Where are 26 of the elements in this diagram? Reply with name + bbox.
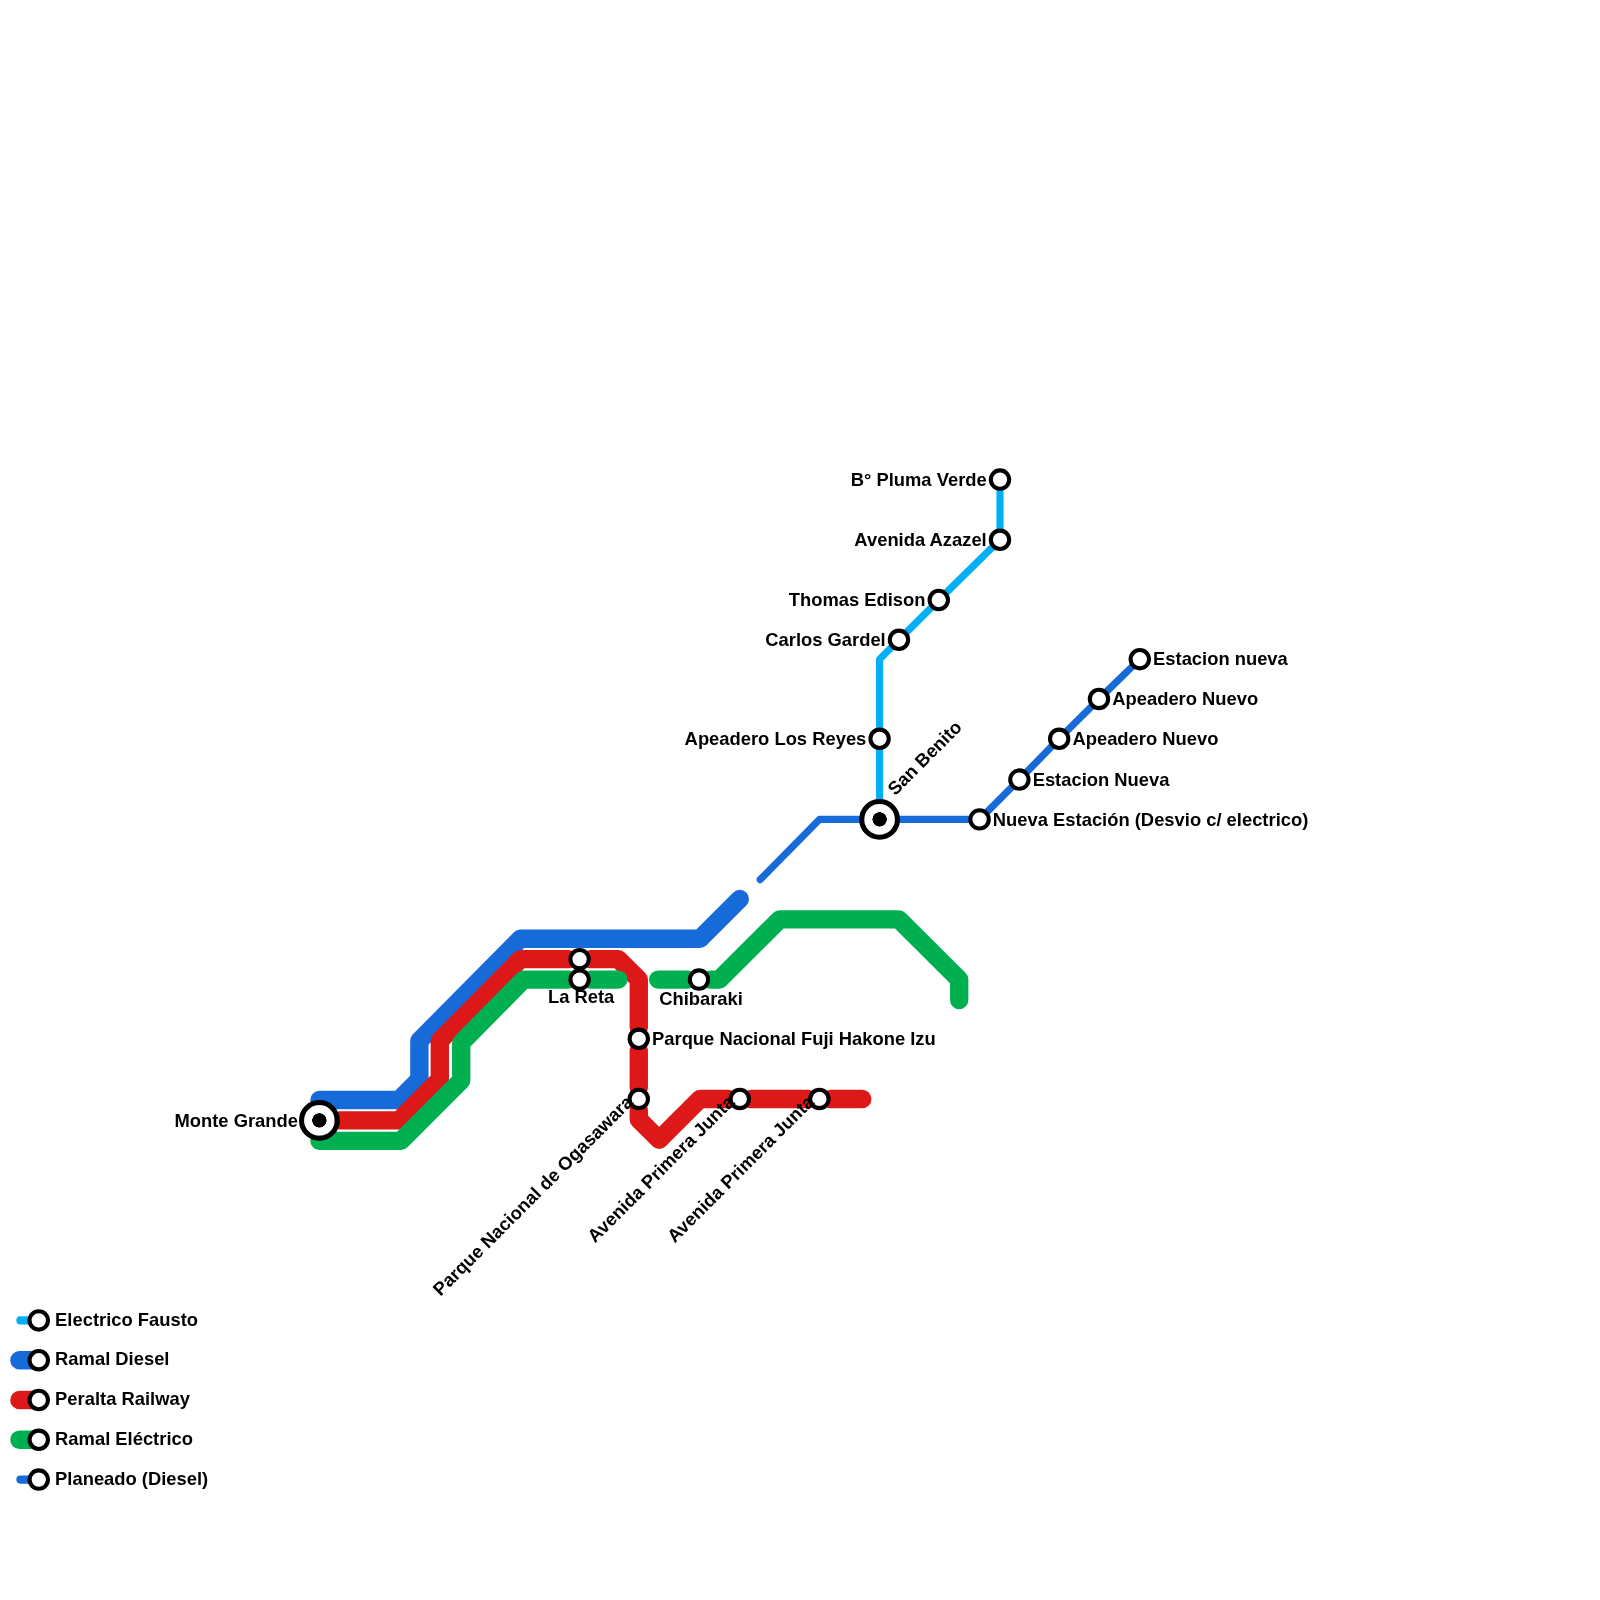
station-name: Parque Nacional Fuji Hakone Izu	[652, 1028, 936, 1049]
legend-label: Planeado (Diesel)	[55, 1468, 209, 1489]
station-name: Estacion nueva	[1153, 649, 1288, 670]
station-name: Apeadero Los Reyes	[684, 728, 867, 749]
route-line	[310, 889, 749, 1110]
legend-label: Electrico Fausto	[55, 1309, 198, 1330]
route-line	[1103, 663, 1136, 695]
station-name: Apeadero Nuevo	[1112, 688, 1259, 710]
station-name: Thomas Edison	[788, 589, 926, 611]
station-name: Chibaraki	[659, 988, 743, 1010]
route-line	[983, 783, 1016, 816]
route-line	[1063, 703, 1095, 735]
legend-label: Ramal Eléctrico	[55, 1428, 193, 1449]
station-name: La Reta	[547, 986, 615, 1008]
station-name: Apeadero Nuevo	[1072, 728, 1219, 749]
route-line	[943, 544, 996, 596]
station-name: Monte Grande	[174, 1110, 298, 1131]
station-name: B° Pluma Verde	[850, 469, 987, 490]
station-name: Carlos Gardel	[765, 629, 886, 650]
station-name: Avenida Azazel	[854, 529, 987, 550]
route-line	[903, 604, 935, 636]
station-name: Estacion Nueva	[1032, 769, 1170, 790]
station-name: Nueva Estación (Desvio c/ electrico)	[992, 809, 1309, 830]
legend-label: Ramal Diesel	[55, 1349, 170, 1370]
route-line	[1023, 743, 1055, 776]
legend-label: Peralta Railway	[55, 1388, 190, 1410]
